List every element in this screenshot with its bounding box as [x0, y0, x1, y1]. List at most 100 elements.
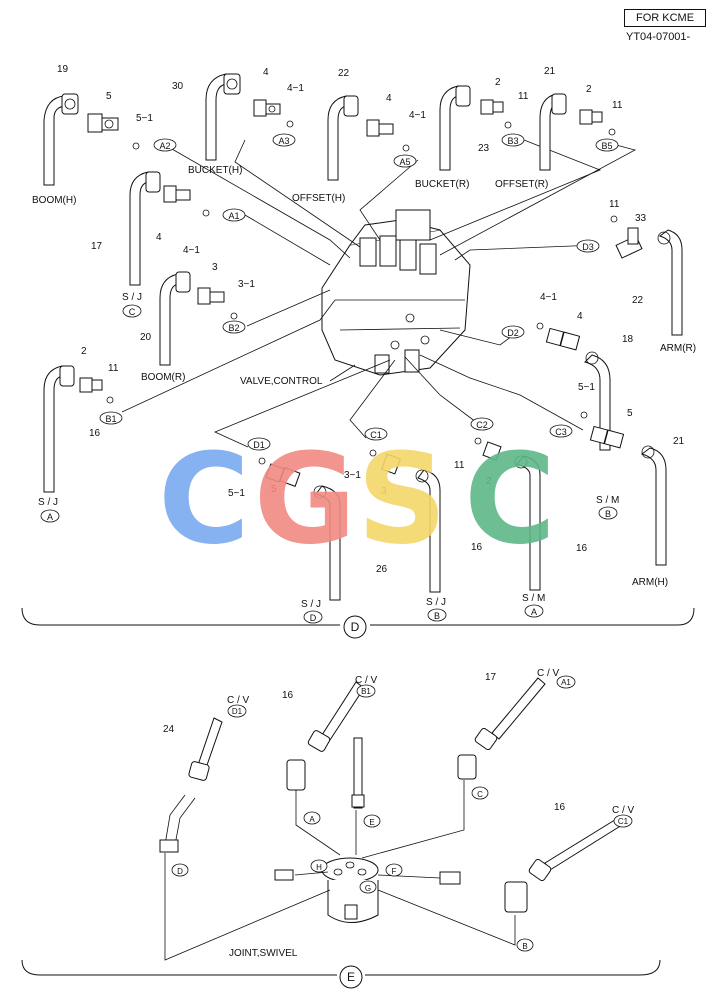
oring-5-1-bottom [258, 457, 266, 465]
svg-text:22: 22 [632, 295, 644, 306]
hose-16-left [43, 365, 75, 493]
svg-text:S / J: S / J [301, 599, 321, 610]
diagram-e-bracket [21, 959, 661, 976]
watermark-letter-g: G [254, 427, 357, 572]
oring-4-1-top2 [402, 144, 410, 152]
svg-text:5−1: 5−1 [136, 113, 153, 124]
svg-text:B2: B2 [228, 323, 239, 333]
svg-text:3: 3 [212, 262, 218, 273]
svg-text:5: 5 [271, 484, 277, 495]
oring-4-1-mid [202, 209, 210, 217]
svg-text:B: B [434, 611, 440, 621]
svg-text:D: D [177, 867, 183, 876]
oring-4-1-right [536, 322, 544, 330]
svg-text:S / J: S / J [122, 292, 142, 303]
svg-text:S / J: S / J [426, 597, 446, 608]
svg-text:D1: D1 [232, 707, 243, 716]
oring-5-1-top [132, 142, 140, 150]
svg-text:22: 22 [338, 68, 350, 79]
svg-text:11: 11 [612, 100, 623, 111]
hose-17 [129, 171, 161, 286]
oring-3-1-bottom [369, 449, 377, 457]
svg-text:26: 26 [376, 564, 388, 575]
oring-11-top2 [608, 128, 616, 136]
svg-text:B: B [605, 509, 611, 519]
offset-r-label: OFFSET(R) [495, 179, 548, 190]
svg-text:B5: B5 [601, 141, 612, 151]
svg-text:C1: C1 [370, 430, 382, 440]
hose-21-top [539, 93, 567, 171]
svg-text:5−1: 5−1 [578, 382, 595, 393]
svg-text:B1: B1 [361, 687, 371, 696]
hose-16-e2 [504, 817, 623, 913]
fitting-2-left [79, 377, 103, 393]
svg-text:11: 11 [108, 363, 119, 374]
svg-text:D: D [310, 613, 317, 623]
svg-text:4: 4 [386, 93, 392, 104]
oring-11-left [106, 396, 114, 404]
bucket-h-label: BUCKET(H) [188, 165, 242, 176]
hose-22-top [327, 95, 359, 181]
elbow-33 [615, 227, 643, 259]
svg-text:C / V: C / V [355, 675, 378, 686]
svg-text:A1: A1 [228, 211, 239, 221]
svg-text:4: 4 [577, 311, 583, 322]
svg-text:S / M: S / M [522, 593, 545, 604]
arm-r-label: ARM(R) [660, 343, 696, 354]
hose-18 [584, 351, 611, 451]
bucket-r-label: BUCKET(R) [415, 179, 469, 190]
hose-20 [159, 271, 191, 366]
svg-text:A: A [309, 815, 315, 824]
fitting-4-top1 [253, 99, 281, 117]
boom-r-label: BOOM(R) [141, 372, 185, 383]
joint-swivel-label: JOINT,SWIVEL [229, 948, 298, 959]
port-ovals-e: A E C D H F G B [171, 786, 534, 952]
svg-text:11: 11 [609, 199, 620, 210]
svg-text:2: 2 [81, 346, 87, 357]
fitting-5-right [589, 425, 625, 449]
svg-text:4: 4 [263, 67, 269, 78]
svg-text:A: A [47, 512, 53, 522]
diagram-e: E JOINT,SWIVEL [21, 668, 661, 989]
fitting-5-top [87, 113, 119, 133]
port-leaders [121, 139, 637, 448]
svg-text:B: B [522, 942, 527, 951]
svg-text:19: 19 [57, 64, 69, 75]
svg-text:4−1: 4−1 [540, 292, 557, 303]
arm-h-label: ARM(H) [632, 577, 668, 588]
svg-text:G: G [365, 884, 371, 893]
svg-text:3−1: 3−1 [344, 470, 361, 481]
svg-text:21: 21 [544, 66, 556, 77]
svg-text:17: 17 [91, 241, 103, 252]
diagram-d-bracket [21, 607, 695, 626]
svg-text:C3: C3 [555, 427, 567, 437]
svg-text:B3: B3 [507, 136, 518, 146]
svg-text:E: E [369, 818, 374, 827]
svg-text:C2: C2 [476, 420, 488, 430]
hose-16-e1 [286, 681, 365, 791]
fitting-2-top1 [480, 99, 504, 115]
cgsc-watermark: C G S C [158, 427, 556, 572]
diagram-d-label: D [351, 620, 360, 634]
svg-text:24: 24 [163, 724, 175, 735]
svg-text:2: 2 [486, 476, 492, 487]
svg-text:C: C [129, 307, 136, 317]
diagram-d-label-circle [343, 615, 367, 639]
oring-3-1-mid [230, 312, 238, 320]
fitting-2-bottom [482, 441, 502, 461]
watermark-letter-s: S [357, 427, 447, 572]
svg-text:16: 16 [554, 802, 566, 813]
watermark-letter-c1: C [158, 427, 250, 572]
svg-text:4−1: 4−1 [287, 83, 304, 94]
svg-text:C / V: C / V [537, 668, 560, 679]
fitting-4-top2 [366, 119, 394, 137]
oring-4-1-top1 [286, 120, 294, 128]
svg-text:23: 23 [478, 143, 490, 154]
hose-16-mid [415, 469, 441, 593]
hose-26 [313, 485, 341, 601]
callouts-e: 24 16 17 16 [163, 672, 566, 813]
oring-11-top1 [504, 121, 512, 129]
callouts-d: 19 5 5−1 30 4 4−1 22 4 4−1 2 11 23 21 2 … [57, 64, 685, 575]
side-labels-d: S / J C S / J A S / M B S / J D S / J B … [38, 292, 619, 624]
